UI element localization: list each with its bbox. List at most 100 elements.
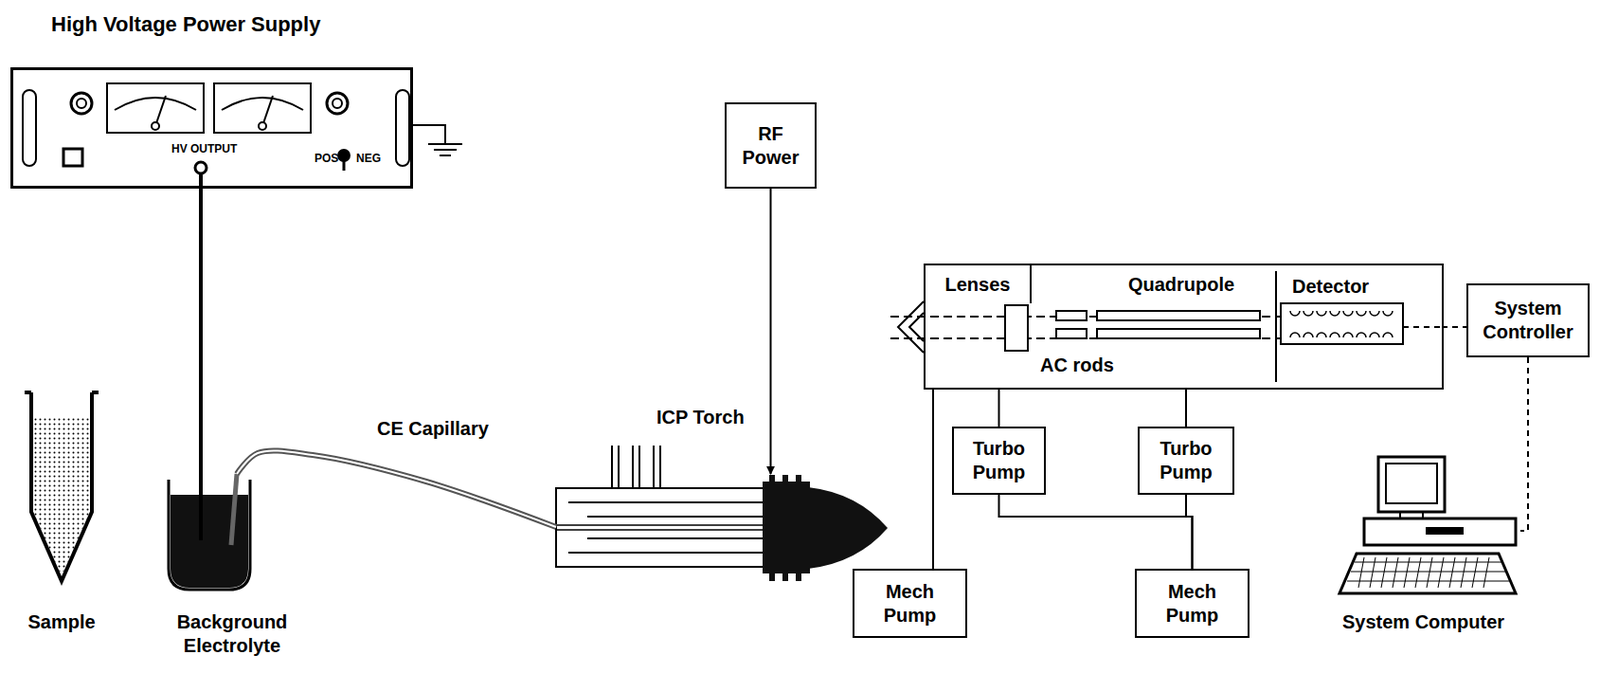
node-label: Mech Pump (883, 579, 937, 628)
data-line (1520, 357, 1529, 531)
electron-multiplier (1280, 303, 1403, 344)
vacuum-line-path (999, 494, 1193, 569)
quadrupole-stage: Quadrupole (1067, 265, 1295, 304)
node-label: Detector (1292, 274, 1369, 299)
sample-liquid (33, 416, 90, 576)
lens-stage: Lenses (925, 265, 1032, 304)
rf-generator: RF Power (724, 102, 817, 189)
node-label: High Voltage Power Supply (51, 11, 321, 38)
signal-line (1441, 326, 1467, 328)
hv-electrode (198, 473, 203, 540)
capillary-end (231, 473, 237, 545)
knob (71, 92, 92, 114)
mass-spectrometer: Lenses Quadrupole Detector AC rods (923, 263, 1444, 390)
mech-pump: Mech Pump (852, 568, 968, 638)
detector-stage: Detector (1275, 270, 1442, 382)
node-label: Lenses (945, 272, 1011, 297)
node-label: System Controller (1482, 296, 1574, 344)
meter (214, 83, 311, 133)
vacuum-line-path (932, 389, 935, 569)
torch-inner-tube (568, 502, 773, 553)
screen (1385, 463, 1438, 504)
edge-label: CE Capillary (374, 416, 492, 441)
node-label: ICP Torch (656, 405, 745, 430)
capillary-in-torch (556, 524, 773, 530)
node-label: Quadrupole (1128, 272, 1235, 297)
coil-turn (769, 474, 775, 581)
sampler-cone (898, 301, 924, 353)
node-label: System Computer (1342, 610, 1505, 634)
keyboard (1339, 553, 1516, 594)
data-line-path (1520, 357, 1529, 531)
quadrupole-rod (1056, 310, 1087, 321)
sample-vial: Sample (14, 388, 109, 640)
dynodes (1290, 310, 1393, 338)
vacuum-line (933, 389, 935, 569)
beaker (168, 479, 251, 590)
vacuum-line-path (998, 389, 1001, 427)
system-computer: System Computer (1326, 449, 1521, 640)
panel-label: NEG (356, 151, 381, 166)
node-label: AC rods (1040, 353, 1115, 378)
capillary-bore (236, 449, 557, 527)
meter-scale (221, 97, 304, 110)
electrolyte-liquid (170, 494, 249, 588)
hv-lead-path (198, 188, 203, 474)
needle-pivot (151, 122, 160, 130)
mech-pump: Mech Pump (1134, 568, 1250, 638)
lens-element (1005, 305, 1028, 351)
turbo-pump: Turbo Pump (1137, 426, 1235, 495)
power-switch (63, 148, 83, 166)
meter-needle (155, 95, 166, 126)
sample-tube (31, 392, 92, 581)
polarity-pointer (342, 155, 346, 171)
meter-needle (262, 95, 273, 126)
power-supply: High Voltage Power SupplyHV OUTPUTPOSNEG (10, 67, 414, 189)
torch-outer-tube (556, 487, 774, 567)
icp-torch: ICP Torch (556, 473, 888, 580)
panel-label: HV OUTPUT (171, 142, 237, 157)
knob-center (332, 98, 342, 108)
node-label: Sample (27, 610, 95, 634)
node-label: Turbo Pump (1159, 436, 1213, 485)
tube-rim (24, 390, 99, 395)
node-label: Mech Pump (1166, 579, 1220, 628)
vacuum-line (1186, 494, 1193, 569)
coil-turn (795, 474, 802, 581)
knob (326, 92, 348, 114)
handle (22, 89, 36, 166)
keyboard-keys (1347, 557, 1510, 588)
system-controller: System Controller (1466, 283, 1590, 358)
ground-symbol (413, 125, 463, 156)
coil-turn (782, 474, 789, 581)
rf-feed-path (770, 188, 773, 474)
vacuum-line-path (1186, 494, 1193, 569)
vacuum-line (1186, 389, 1187, 427)
ce-capillary (236, 449, 557, 527)
system-unit (1364, 518, 1516, 545)
drive-slot (1425, 526, 1464, 535)
node-label: RF Power (741, 122, 799, 170)
quadrupole-rod (1096, 328, 1260, 339)
turbo-pump: Turbo Pump (952, 426, 1046, 495)
monitor (1378, 456, 1445, 512)
knob-center (76, 98, 87, 108)
plasma (808, 486, 888, 569)
handle (395, 89, 410, 166)
node-label: Background Electrolyte (161, 610, 304, 658)
electrolyte-reservoir: Background Electrolyte (151, 473, 313, 664)
signal-line (1402, 325, 1442, 328)
ce-capillary-path (236, 449, 557, 527)
signal-line-path (1441, 325, 1467, 328)
quadrupole-rod (1096, 310, 1260, 321)
needle-pivot (258, 122, 267, 130)
panel-label: POS (314, 151, 339, 166)
vacuum-line (998, 389, 1000, 427)
hv-jack (195, 161, 207, 174)
node-label: Turbo Pump (972, 436, 1026, 485)
vacuum-line (999, 494, 1193, 569)
meter-scale (114, 97, 197, 110)
